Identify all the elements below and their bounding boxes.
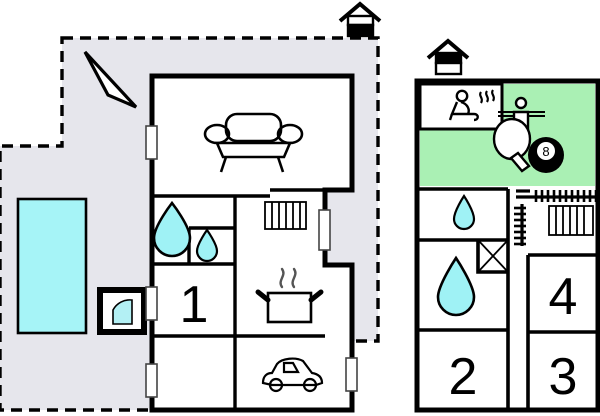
door-east-upper[interactable] xyxy=(318,209,331,251)
water-drop-small-icon xyxy=(452,194,476,231)
cooking-pot-icon xyxy=(255,267,324,324)
closet-x-icon xyxy=(477,239,509,273)
swimming-pool xyxy=(16,197,88,335)
billiard-ball-label: 8 xyxy=(542,144,549,159)
billiard-8-ball-icon: 8 xyxy=(528,137,564,173)
right-building: 8 xyxy=(414,78,600,413)
table-tennis-paddle-icon xyxy=(492,117,532,173)
water-drop-large-icon xyxy=(152,200,192,258)
car-icon xyxy=(261,357,324,393)
bedroom-1-label: 1 xyxy=(180,276,209,334)
house-entrance-marker xyxy=(338,1,382,38)
door-west-bottom[interactable] xyxy=(145,363,158,398)
radiator-icon xyxy=(264,201,307,230)
shower-quarter-icon xyxy=(97,287,147,335)
stairs-icon xyxy=(514,189,598,246)
left-building: 1 xyxy=(145,73,358,413)
bedroom-3-label: 3 xyxy=(549,348,578,406)
bedroom-4-label: 4 xyxy=(549,268,578,326)
water-drop-small-icon xyxy=(195,228,219,263)
north-arrow xyxy=(83,50,138,109)
door-west-lower[interactable] xyxy=(145,286,158,321)
door-west-living[interactable] xyxy=(145,125,158,160)
bedroom-2-label: 2 xyxy=(449,348,478,406)
house-entrance-marker-2 xyxy=(426,38,470,76)
water-drop-large-icon xyxy=(436,255,476,317)
sauna-room xyxy=(418,82,504,131)
radiator-icon xyxy=(548,205,594,236)
sofa-icon xyxy=(203,112,304,173)
sauna-icon xyxy=(448,89,495,122)
door-east-garage[interactable] xyxy=(345,357,358,392)
